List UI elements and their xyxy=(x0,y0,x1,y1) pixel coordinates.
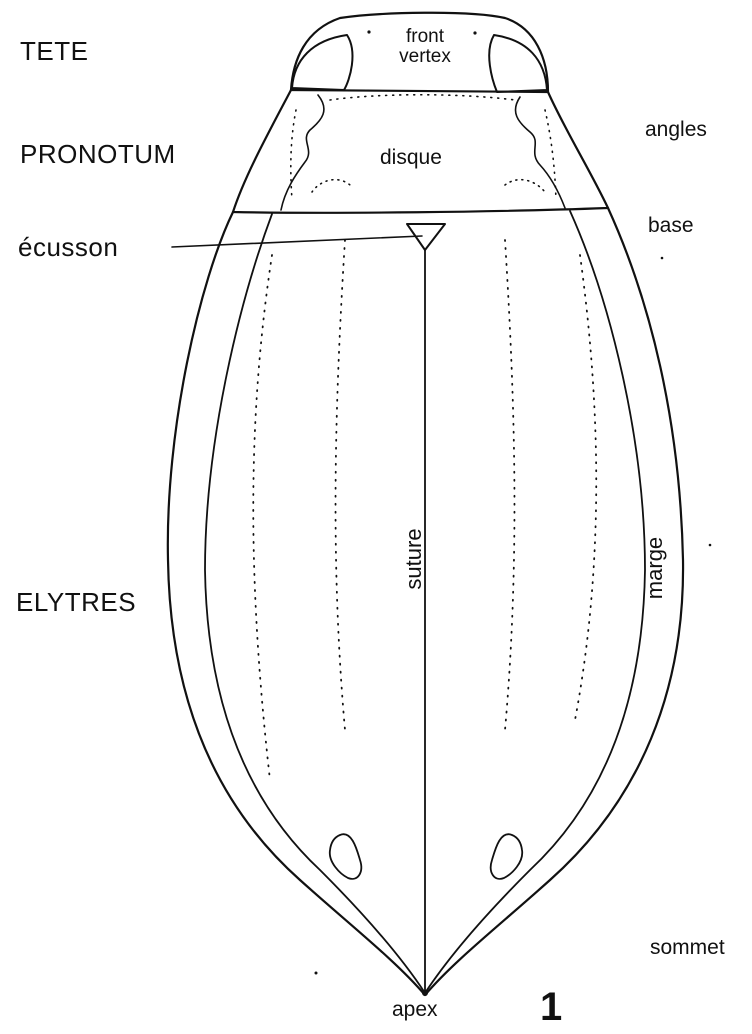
speck-1 xyxy=(661,257,664,260)
label-marge: marge xyxy=(642,528,668,608)
label-base: base xyxy=(648,214,694,238)
speck-3 xyxy=(315,972,318,975)
left-row-inner xyxy=(336,240,345,730)
pronotum-left-sinus xyxy=(281,95,324,210)
label-angles: angles xyxy=(645,118,707,142)
label-vertex: vertex xyxy=(385,47,465,66)
right-eye xyxy=(489,35,547,92)
label-suture: suture xyxy=(401,519,427,599)
label-elytres: ELYTRES xyxy=(16,587,136,618)
head-dot-left xyxy=(367,30,370,33)
label-apex: apex xyxy=(392,998,438,1022)
elytra-left-margin xyxy=(205,214,425,993)
label-ecusson: écusson xyxy=(18,232,118,263)
figure-number: 1 xyxy=(540,985,562,1030)
label-disque: disque xyxy=(380,146,442,170)
ecusson-leader xyxy=(172,236,422,247)
right-row-outer xyxy=(575,255,596,720)
left-eye xyxy=(292,35,352,90)
left-apical-spot xyxy=(330,834,361,879)
elytra-right-margin xyxy=(425,211,645,993)
left-row-outer xyxy=(253,255,272,780)
apex-dot xyxy=(422,990,428,996)
right-row-inner xyxy=(505,240,514,730)
pronotum-dots-top xyxy=(330,95,515,100)
right-apical-spot xyxy=(491,834,522,879)
head-dot-right xyxy=(473,31,476,34)
pronotum-dots-left xyxy=(291,110,296,200)
speck-2 xyxy=(709,544,712,547)
label-tete: TETE xyxy=(20,36,88,67)
pronotum-dots-arc-right xyxy=(505,180,545,192)
label-front: front xyxy=(385,27,465,46)
label-sommet: sommet xyxy=(650,936,725,960)
label-pronotum: PRONOTUM xyxy=(20,139,176,170)
pronotum-dots-arc-left xyxy=(312,180,350,192)
